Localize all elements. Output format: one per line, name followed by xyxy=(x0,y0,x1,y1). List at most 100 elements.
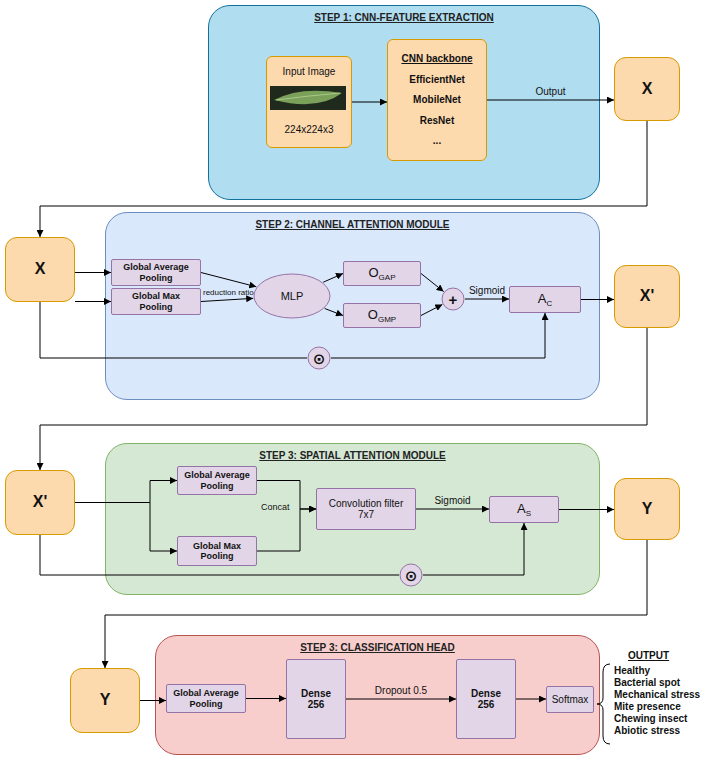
connector-arrow xyxy=(257,509,316,551)
node-text: GMP xyxy=(378,315,396,324)
connector-arrow xyxy=(352,102,387,103)
node-text: + xyxy=(449,292,458,307)
node-text: X' xyxy=(640,287,654,305)
node-text: MobileNet xyxy=(413,94,461,106)
step-band: Input Image 224x224x3 CNN backboneEfficien… xyxy=(208,5,600,200)
class-label: Chewing insect xyxy=(614,713,687,725)
connector-arrow xyxy=(331,313,545,358)
dense-box: Dense 256 xyxy=(286,659,346,739)
operator-circle: + xyxy=(441,287,465,311)
node-text: Dense 256 xyxy=(299,688,333,711)
connector-arrow xyxy=(40,535,399,575)
node-text: Convolution filter 7x7 xyxy=(320,498,412,521)
connector-arrow xyxy=(40,302,307,358)
connector-arrow xyxy=(559,509,614,510)
input-box: Input Image 224x224x3 xyxy=(266,56,352,148)
pooling-box: Global Average Pooling xyxy=(177,466,257,495)
connector-arrow xyxy=(201,273,256,287)
node-text: S xyxy=(526,509,531,518)
band-title: STEP 3: SPATIAL ATTENTION MODULE xyxy=(106,450,599,462)
connector-arrow xyxy=(201,298,253,301)
connector-arrow xyxy=(40,328,647,470)
connector-arrow xyxy=(423,523,524,575)
operator-circle: ⊙ xyxy=(307,346,331,370)
band-title: STEP 2: CHANNEL ATTENTION MODULE xyxy=(106,219,599,231)
dense-box: Dense 256 xyxy=(456,659,516,739)
connector-arrow xyxy=(140,700,166,701)
connector-arrow xyxy=(487,100,614,101)
connector-arrow xyxy=(75,503,177,552)
operator-circle: ⊙ xyxy=(399,563,423,587)
node-text: Global Average Pooling xyxy=(115,262,197,283)
node-text: GAP xyxy=(379,273,396,282)
tensor-box: X' xyxy=(614,265,680,328)
step-band: Global Average PoolingGlobal Max Pooling… xyxy=(105,443,600,595)
step-band: Global Average PoolingGlobal Max Pooling… xyxy=(105,212,600,400)
pooling-box: Global Max Pooling xyxy=(111,288,201,315)
attention-box: AC xyxy=(509,286,581,313)
node-text: Global Max Pooling xyxy=(115,291,197,312)
connector-arrow xyxy=(325,309,343,316)
node-text: Input Image xyxy=(283,66,336,78)
connector-arrow xyxy=(346,699,456,700)
output-heading: OUTPUT xyxy=(628,650,669,662)
output-box: OGMP xyxy=(343,303,421,328)
tensor-box: Y xyxy=(70,668,140,733)
connector-arrow xyxy=(75,481,177,503)
connector-arrow xyxy=(581,299,614,300)
band-title: STEP 3: CLASSIFICATION HEAD xyxy=(156,642,599,654)
pooling-box: Global Average Pooling xyxy=(111,259,201,286)
node-text: O xyxy=(368,266,378,281)
connector-arrow xyxy=(75,272,111,273)
connector-arrow xyxy=(323,274,343,283)
softmax-box: Softmax xyxy=(546,686,594,713)
connector-arrow xyxy=(421,274,444,292)
pooling-box: Global Max Pooling xyxy=(177,536,257,566)
attention-box: AS xyxy=(489,496,559,523)
pooling-box: Global Average Pooling xyxy=(166,684,246,713)
node-text: ⊙ xyxy=(313,351,326,366)
node-text: Dense 256 xyxy=(469,688,503,711)
node-text: EfficientNet xyxy=(409,74,465,86)
band-title: STEP 1: CNN-FEATURE EXTRACTION xyxy=(209,12,599,24)
node-text: Y xyxy=(642,500,653,518)
class-label: Mite presence xyxy=(614,701,681,713)
tensor-box: X xyxy=(614,57,680,121)
node-text: ResNet xyxy=(420,115,454,127)
connector-arrow xyxy=(246,698,286,699)
node-text: MLP xyxy=(281,290,304,303)
conv-box: Convolution filter 7x7 xyxy=(316,488,416,530)
connector-arrow xyxy=(421,304,442,315)
node-text: Global Average Pooling xyxy=(181,470,253,491)
node-text: O xyxy=(368,308,378,323)
output-bracket xyxy=(597,664,610,744)
connector-arrow xyxy=(40,121,647,237)
node-text: 224x224x3 xyxy=(285,124,334,136)
tensor-box: Y xyxy=(614,478,680,540)
class-label: Healthy xyxy=(614,665,650,677)
mlp-ellipse: MLP xyxy=(253,273,331,319)
node-text: Global Max Pooling xyxy=(181,541,253,562)
node-text: Softmax xyxy=(552,694,589,706)
node-text: X' xyxy=(33,493,47,511)
connector-arrow xyxy=(257,481,316,510)
node-text: A xyxy=(517,502,526,517)
tensor-box: X xyxy=(5,237,75,302)
class-label: Mechanical stress xyxy=(614,689,700,701)
connector-arrow xyxy=(465,299,509,300)
backbone-box: CNN backboneEfficientNetMobileNetResNet.… xyxy=(387,39,487,161)
node-text: Y xyxy=(100,691,111,709)
class-label: Abiotic stress xyxy=(614,725,680,737)
node-text: A xyxy=(538,292,547,307)
output-box: OGAP xyxy=(343,261,421,286)
node-text: CNN backbone xyxy=(401,53,472,65)
node-text: Global Average Pooling xyxy=(170,688,242,709)
node-text: X xyxy=(642,80,653,98)
node-text: X xyxy=(35,260,46,278)
connector-arrow xyxy=(516,699,546,700)
node-text: ⊙ xyxy=(405,568,418,583)
step-band: Global Average Pooling Dense 256 Dense 256… xyxy=(155,635,600,755)
leaf-image xyxy=(270,86,346,110)
node-text: C xyxy=(546,299,552,308)
